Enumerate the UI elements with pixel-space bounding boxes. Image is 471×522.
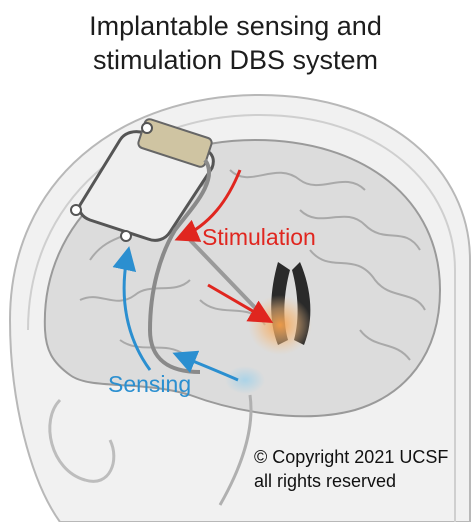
device-tab <box>142 123 152 133</box>
sensing-site-glow <box>225 366 265 394</box>
copyright-line-2: all rights reserved <box>254 470 396 492</box>
title-line-2: stimulation DBS system <box>0 44 471 76</box>
copyright-line-1: © Copyright 2021 UCSF <box>254 446 448 468</box>
sensing-label: Sensing <box>108 371 191 397</box>
device-tab <box>121 231 131 241</box>
stimulation-target-glow <box>248 295 312 355</box>
device-tab <box>71 205 81 215</box>
title-line-1: Implantable sensing and <box>0 10 471 42</box>
stimulation-label: Stimulation <box>202 224 316 250</box>
